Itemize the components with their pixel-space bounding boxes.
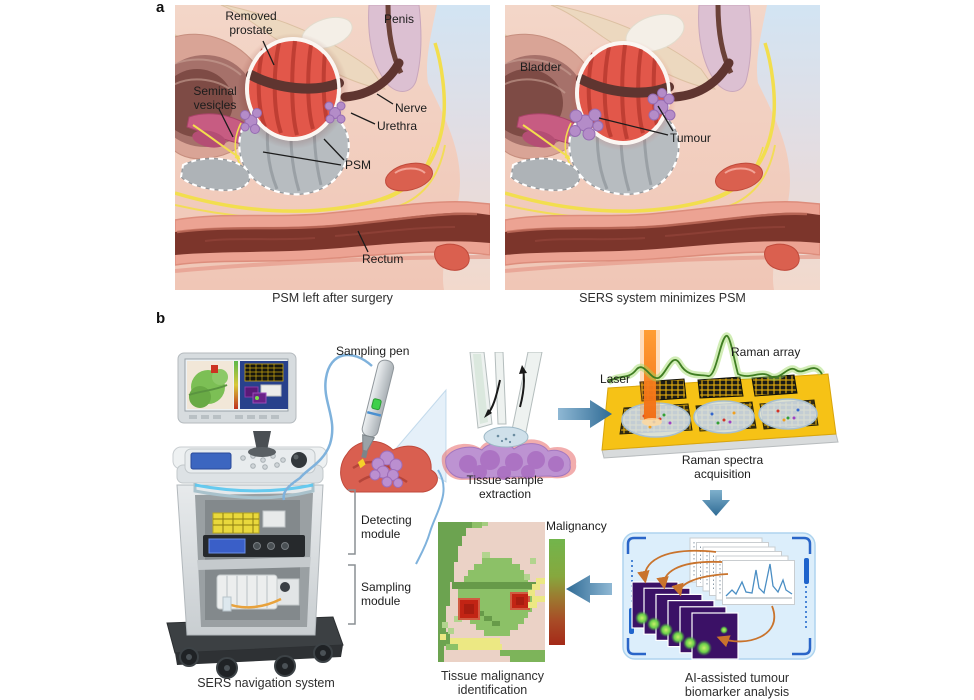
urethra-tube bbox=[340, 58, 404, 102]
label-laser: Laser bbox=[600, 372, 631, 386]
pen-cable bbox=[282, 353, 445, 565]
monitor bbox=[177, 352, 297, 457]
rectum bbox=[175, 162, 490, 273]
extraction-tubes bbox=[469, 352, 543, 433]
front-spectrum bbox=[725, 563, 793, 597]
malignancy-colorbar bbox=[549, 539, 565, 645]
corner-brackets bbox=[626, 536, 812, 656]
pen-led bbox=[371, 398, 382, 411]
label-penis: Penis bbox=[384, 12, 415, 26]
sampling-pen-body bbox=[357, 359, 395, 469]
right-blue-bar bbox=[804, 558, 809, 584]
raman-chip-svg bbox=[601, 330, 839, 459]
label-seminal-vesicles: Seminal vesicles bbox=[193, 84, 237, 113]
mapping-arrows bbox=[637, 549, 775, 648]
panel-b-label: b bbox=[156, 310, 166, 327]
pen-tip-spark bbox=[357, 458, 366, 469]
flow-arrow-left bbox=[566, 575, 612, 603]
detecting-module-hardware bbox=[203, 510, 305, 557]
label-psm: PSM bbox=[345, 158, 372, 172]
anatomy-right-svg bbox=[505, 5, 820, 290]
label-tissue-sample-extraction: Tissue sample extraction bbox=[466, 473, 544, 502]
malignancy-map bbox=[438, 522, 545, 662]
label-nerve: Nerve bbox=[395, 101, 428, 115]
rectum bbox=[505, 162, 820, 273]
extraction-svg bbox=[441, 352, 577, 480]
flow-arrow-right bbox=[558, 400, 612, 428]
spectra-card-stack bbox=[689, 537, 795, 605]
cart-svg bbox=[166, 352, 344, 679]
heatmap-hotspots bbox=[635, 611, 728, 656]
malignancy-map-svg bbox=[438, 522, 545, 662]
flow-direction-arrows bbox=[484, 365, 527, 418]
raman-spectrum-trace bbox=[606, 332, 826, 386]
leader-lines bbox=[598, 105, 674, 136]
tumour-cluster bbox=[369, 450, 403, 488]
map-bottom-green bbox=[446, 644, 545, 662]
flow-arrow-down bbox=[702, 490, 730, 516]
label-rectum: Rectum bbox=[362, 252, 404, 266]
label-detecting-module: Detecting module bbox=[361, 513, 412, 542]
anatomy-left-svg bbox=[175, 5, 490, 290]
screen-raman-view bbox=[240, 361, 288, 409]
label-raman-array: Raman array bbox=[731, 345, 801, 359]
touchscreen bbox=[190, 452, 232, 470]
label-sampling-module: Sampling module bbox=[361, 580, 412, 609]
removed-prostate bbox=[237, 33, 349, 149]
label-raman-spectra-acquisition: Raman spectra acquisition bbox=[681, 453, 764, 482]
sampling-pen-scene bbox=[335, 358, 440, 498]
raman-chip-scene bbox=[600, 330, 850, 465]
caption-psm-left: PSM left after surgery bbox=[272, 291, 393, 305]
cart-desk bbox=[172, 446, 328, 500]
sampling-module-bracket bbox=[348, 564, 356, 625]
caption-tissue-malignancy-identification: Tissue malignancy identification bbox=[440, 669, 545, 697]
detecting-module-bracket bbox=[348, 489, 356, 555]
sample-droplet bbox=[483, 426, 529, 448]
caption-ai-assisted-analysis: AI-assisted tumour biomarker analysis bbox=[684, 671, 790, 699]
blue-glow-strip bbox=[194, 483, 314, 493]
handle-bar bbox=[193, 483, 315, 500]
label-urethra: Urethra bbox=[377, 119, 418, 133]
label-tumour: Tumour bbox=[670, 131, 711, 145]
map-dark-green-wedge bbox=[438, 522, 488, 662]
leader-lines bbox=[218, 40, 394, 253]
tissue-extraction-scene bbox=[440, 352, 580, 484]
tissue-mound bbox=[441, 439, 577, 480]
panel-a-label: a bbox=[156, 0, 165, 16]
ai-analysis-box bbox=[620, 530, 818, 662]
urethra-tube bbox=[670, 58, 734, 102]
heatmap-card-stack bbox=[631, 581, 739, 660]
caption-sers-right: SERS system minimizes PSM bbox=[579, 291, 746, 305]
illustration-sers-right bbox=[505, 5, 820, 290]
cart-cabinet bbox=[176, 484, 324, 636]
screen-tissue-map bbox=[187, 361, 233, 409]
sampling-pen-svg bbox=[340, 359, 438, 493]
tumour-nodules bbox=[240, 101, 346, 134]
map-red-lesions bbox=[458, 592, 530, 620]
illustration-psm-left bbox=[175, 5, 490, 290]
module-brackets bbox=[348, 489, 356, 625]
label-sampling-pen: Sampling pen bbox=[336, 344, 410, 358]
screen-colorbar bbox=[234, 361, 238, 409]
droplet-specks bbox=[496, 433, 516, 444]
sampling-module-hardware bbox=[216, 574, 300, 612]
label-malignancy: Malignancy bbox=[546, 519, 607, 533]
ai-box-svg bbox=[622, 532, 816, 660]
caption-sers-navigation-system: SERS navigation system bbox=[197, 676, 335, 690]
label-removed-prostate: Removed prostate bbox=[225, 9, 277, 38]
label-bladder: Bladder bbox=[520, 60, 562, 74]
sers-navigation-cart bbox=[165, 335, 370, 680]
tumour-nodules bbox=[569, 88, 676, 141]
map-yellow-streaks bbox=[440, 578, 545, 650]
monitor-buttons bbox=[189, 415, 279, 419]
